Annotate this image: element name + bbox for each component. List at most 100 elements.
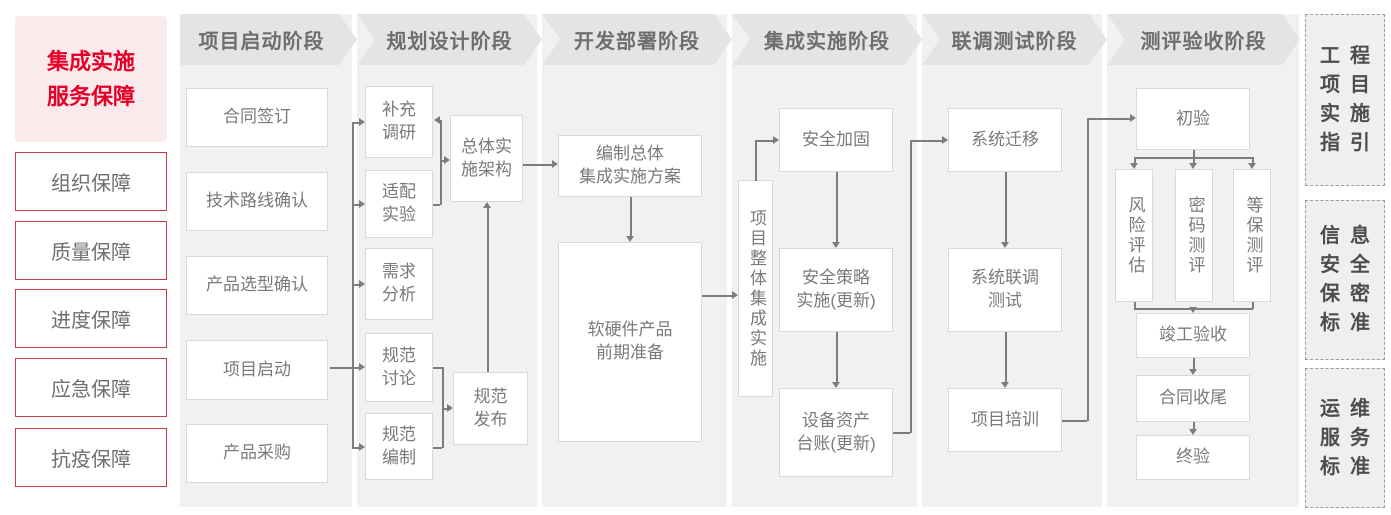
node-contract-closure: 合同收尾 bbox=[1136, 375, 1250, 422]
node-overall-impl-architecture: 总体实 施架构 bbox=[450, 115, 523, 202]
node-security-policy-update: 安全策略 实施(更新) bbox=[779, 248, 893, 332]
node-overall-integration-plan: 编制总体 集成实施方案 bbox=[558, 135, 702, 197]
arrowhead bbox=[1130, 163, 1138, 169]
node-product-procurement: 产品采购 bbox=[186, 424, 328, 483]
connector-line bbox=[1005, 332, 1007, 382]
connector-line bbox=[1193, 422, 1195, 429]
phase-header-integration: 集成实施阶段 bbox=[732, 14, 922, 65]
connector-line bbox=[1087, 118, 1130, 120]
arrowhead bbox=[1001, 242, 1009, 248]
connector-line bbox=[352, 204, 360, 206]
connector-line bbox=[1062, 420, 1087, 422]
arrowhead bbox=[359, 200, 365, 208]
connector-line bbox=[352, 284, 360, 286]
connector-line bbox=[1193, 157, 1195, 163]
node-spec-drafting: 规范 编制 bbox=[365, 413, 433, 480]
left-banner: 集成实施 服务保障 bbox=[15, 16, 167, 142]
connector-line bbox=[433, 367, 442, 369]
arrowhead bbox=[444, 156, 450, 164]
arrowhead bbox=[434, 116, 440, 124]
phase-header-planning: 规划设计阶段 bbox=[357, 14, 542, 65]
connector-line bbox=[433, 447, 442, 449]
arrowhead bbox=[832, 382, 840, 388]
node-project-kickoff: 项目启动 bbox=[186, 340, 328, 400]
connector-line bbox=[755, 140, 757, 181]
arrowhead bbox=[359, 363, 365, 371]
node-spec-release: 规范 发布 bbox=[453, 372, 528, 445]
node-project-training: 项目培训 bbox=[948, 388, 1062, 452]
connector-line bbox=[1193, 150, 1195, 158]
arrowhead bbox=[359, 443, 365, 451]
arrowhead bbox=[626, 236, 634, 242]
arrowhead bbox=[1248, 163, 1256, 169]
arrowhead bbox=[359, 280, 365, 288]
right-ref-security-standards: 信息 安全 保密 标准 bbox=[1305, 200, 1385, 360]
node-system-joint-testing: 系统联调 测试 bbox=[948, 248, 1062, 332]
connector-line bbox=[1134, 157, 1136, 163]
phase-header-deployment: 开发部署阶段 bbox=[542, 14, 732, 65]
connector-line bbox=[910, 140, 912, 433]
connector-line bbox=[836, 332, 838, 382]
node-hw-sw-preparation: 软硬件产品 前期准备 bbox=[558, 242, 702, 442]
arrowhead bbox=[1001, 382, 1009, 388]
guarantee-item-quality: 质量保障 bbox=[15, 221, 167, 280]
node-product-selection-confirm: 产品选型确认 bbox=[186, 256, 328, 315]
connector-line bbox=[702, 295, 732, 297]
connector-line bbox=[910, 140, 942, 142]
arrowhead bbox=[552, 160, 558, 168]
node-requirement-analysis: 需求 分析 bbox=[365, 248, 433, 320]
right-ref-ops-standards: 运维 服务 标准 bbox=[1305, 368, 1385, 508]
guarantee-item-organization: 组织保障 bbox=[15, 152, 167, 211]
connector-line bbox=[442, 408, 447, 410]
arrowhead bbox=[1130, 114, 1136, 122]
node-system-migration: 系统迁移 bbox=[948, 108, 1062, 172]
node-initial-acceptance: 初验 bbox=[1136, 88, 1250, 150]
connector-line bbox=[755, 140, 773, 142]
node-mlps-evaluation: 等保测评 bbox=[1233, 169, 1271, 302]
connector-line bbox=[440, 160, 444, 162]
node-overall-project-integration: 项目整体集成实施 bbox=[738, 180, 773, 397]
phase-header-testing: 联调测试阶段 bbox=[922, 14, 1107, 65]
node-security-hardening: 安全加固 bbox=[779, 108, 893, 172]
arrowhead bbox=[942, 136, 948, 144]
connector-line bbox=[1193, 358, 1195, 369]
guarantee-item-epidemic: 抗疫保障 bbox=[15, 428, 167, 487]
arrowhead bbox=[359, 118, 365, 126]
guarantee-item-schedule: 进度保障 bbox=[15, 289, 167, 348]
node-completion-acceptance: 竣工验收 bbox=[1136, 313, 1250, 358]
phase-header-acceptance: 测评验收阶段 bbox=[1107, 14, 1300, 65]
arrowhead bbox=[447, 404, 453, 412]
connector-line bbox=[352, 447, 360, 449]
connector-line bbox=[352, 122, 360, 124]
arrowhead bbox=[1189, 369, 1197, 375]
node-contract-signing: 合同签订 bbox=[186, 88, 328, 147]
node-adaptation-test: 适配 实验 bbox=[365, 170, 433, 238]
node-risk-assessment: 风险评估 bbox=[1115, 169, 1153, 302]
connector-line bbox=[487, 208, 489, 372]
connector-line bbox=[1087, 118, 1089, 421]
connector-line bbox=[523, 164, 552, 166]
connector-line bbox=[1005, 172, 1007, 242]
arrowhead bbox=[1189, 307, 1197, 313]
connector-line bbox=[442, 367, 444, 448]
right-ref-project-guide: 工程 项目 实施 指引 bbox=[1305, 14, 1385, 186]
phase-header-kickoff: 项目启动阶段 bbox=[180, 14, 357, 65]
arrowhead bbox=[773, 136, 779, 144]
connector-line bbox=[836, 172, 838, 242]
arrowhead bbox=[483, 202, 491, 208]
arrowhead bbox=[1189, 163, 1197, 169]
connector-line bbox=[893, 432, 910, 434]
node-supplementary-research: 补充 调研 bbox=[365, 86, 433, 158]
arrowhead bbox=[1189, 429, 1197, 435]
connector-line bbox=[330, 367, 360, 369]
connector-line bbox=[1134, 302, 1136, 309]
node-crypto-evaluation: 密码测评 bbox=[1175, 169, 1213, 302]
node-spec-discussion: 规范 讨论 bbox=[365, 333, 433, 402]
arrowhead bbox=[732, 291, 738, 299]
node-final-acceptance: 终验 bbox=[1136, 435, 1250, 480]
connector-line bbox=[440, 120, 442, 205]
connector-line bbox=[433, 204, 440, 206]
connector-line bbox=[1252, 157, 1254, 163]
guarantee-item-emergency: 应急保障 bbox=[15, 358, 167, 417]
